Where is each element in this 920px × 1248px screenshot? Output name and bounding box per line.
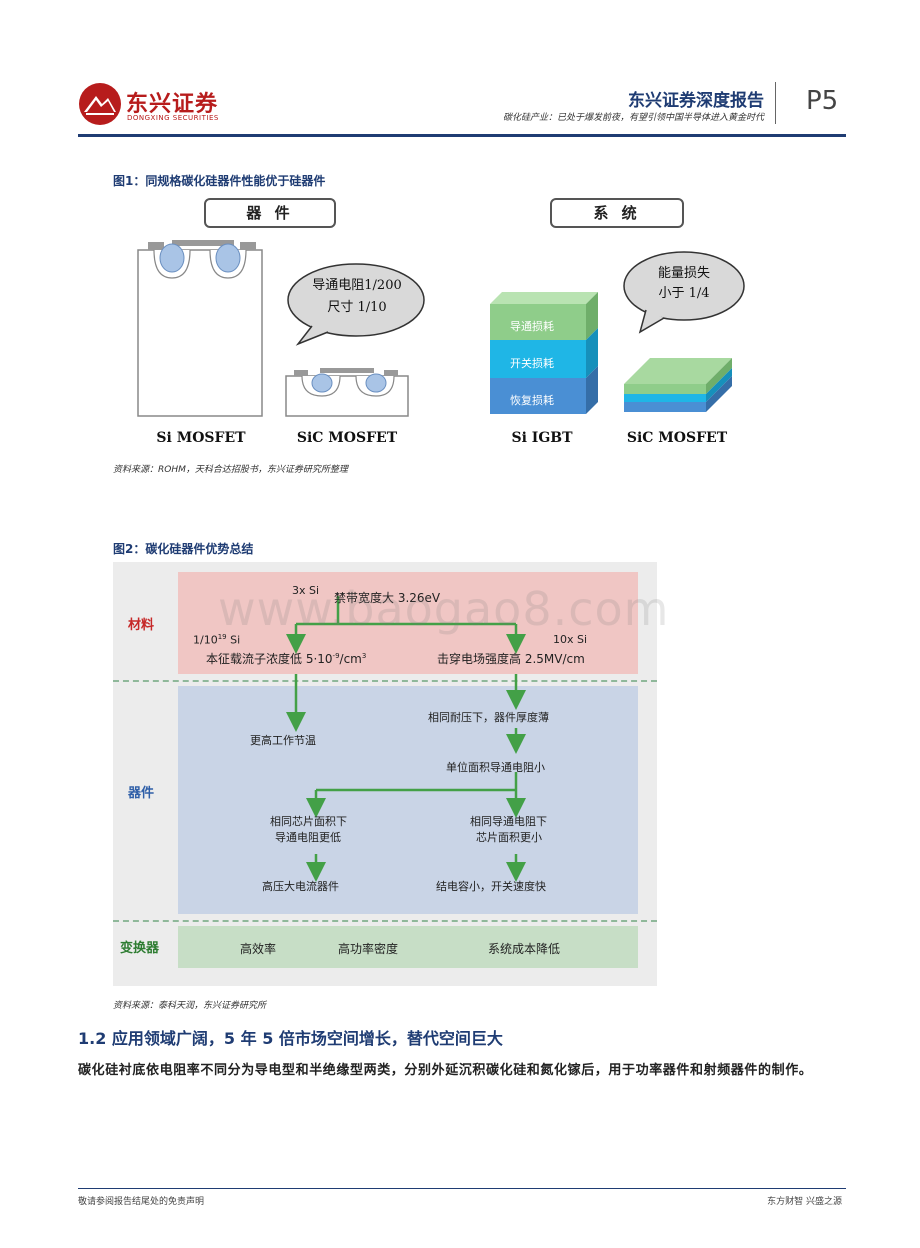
system-label-box: 系 统 — [550, 198, 684, 228]
thinner-device: 相同耐压下，器件厚度薄 — [428, 711, 549, 724]
label-device: 器件 — [128, 786, 155, 801]
header-divider — [775, 82, 776, 124]
logo-text-cn: 东兴证券 — [126, 92, 219, 117]
dongxing-logo-icon — [79, 83, 121, 125]
system-bubble-line2: 小于 1/4 — [658, 286, 710, 301]
caption-sic-mosfet-device: SiC MOSFET — [296, 430, 398, 446]
label-converter: 变换器 — [120, 941, 160, 956]
figure2-title: 图2：碳化硅器件优势总结 — [113, 542, 254, 556]
footer-slogan: 东方财智 兴盛之源 — [767, 1197, 842, 1207]
same-area-line2: 导通电阻更低 — [275, 831, 341, 844]
lower-specific-resistance: 单位面积导通电阻小 — [446, 761, 545, 774]
breakdown-text: 击穿电场强度高 2.5MV/cm — [437, 652, 585, 666]
fast-switching: 结电容小，开关速度快 — [436, 880, 546, 893]
high-efficiency: 高效率 — [240, 942, 277, 956]
layer-conduction-loss: 导通损耗 — [510, 320, 554, 333]
system-speech-bubble — [623, 251, 745, 334]
device-speech-bubble — [287, 263, 425, 346]
figure1-title: 图1：同规格碳化硅器件性能优于硅器件 — [113, 174, 326, 188]
layer-recovery-loss: 恢复损耗 — [510, 394, 554, 407]
carrier-text: 本征载流子浓度低 5·10-9/cm3 — [206, 652, 367, 666]
device-bubble-line1: 导通电阻1/200 — [312, 278, 402, 293]
device-bubble-line2: 尺寸 1/10 — [327, 300, 387, 315]
same-resistance-line2: 芯片面积更小 — [476, 831, 542, 844]
bandgap-note: 3x Si — [292, 584, 320, 597]
header-rule — [78, 134, 846, 137]
device-label-box: 器 件 — [204, 198, 336, 228]
converter-band — [178, 926, 638, 968]
device-band — [178, 686, 638, 914]
same-area-line1: 相同芯片面积下 — [270, 815, 347, 828]
figure1-source: 资料来源：ROHM，天科合达招股书，东兴证券研究所整理 — [113, 465, 348, 475]
report-title: 东兴证券深度报告 — [628, 91, 764, 111]
body-paragraph: 碳化硅衬底依电阻率不同分为导电型和半绝缘型两类，分别外延沉积碳化硅和氮化镓后，用… — [78, 1063, 813, 1078]
watermark: www.baogao8.com — [218, 582, 670, 636]
system-bubble-line1: 能量损失 — [657, 266, 710, 281]
page-number: P5 — [806, 86, 839, 116]
separator-1 — [113, 680, 657, 682]
breakdown-note: 10x Si — [553, 633, 588, 646]
figure2-source: 资料来源：泰科天润，东兴证券研究所 — [113, 1001, 267, 1011]
si-mosfet-diagram — [137, 240, 263, 417]
high-voltage-current: 高压大电流器件 — [262, 880, 339, 893]
logo-text-en: DONGXING SECURITIES — [127, 114, 219, 122]
bandgap-text: 禁带宽度大 3.26eV — [334, 591, 441, 605]
lower-system-cost: 系统成本降低 — [488, 942, 561, 956]
high-power-density: 高功率密度 — [338, 942, 399, 956]
carrier-note: 1/1019 Si — [193, 633, 241, 647]
higher-junction-temp: 更高工作节温 — [250, 734, 316, 747]
sic-mosfet-diagram — [285, 368, 409, 417]
label-material: 材料 — [128, 618, 155, 633]
caption-si-mosfet: Si MOSFET — [156, 430, 246, 446]
si-igbt-loss-stack — [490, 292, 598, 414]
same-resistance-line1: 相同导通电阻下 — [470, 815, 547, 828]
layer-switching-loss: 开关损耗 — [510, 357, 554, 370]
caption-sic-mosfet-system: SiC MOSFET — [626, 430, 728, 446]
separator-2 — [113, 920, 657, 922]
report-subtitle: 碳化硅产业：已处于爆发前夜，有望引领中国半导体进入黄金时代 — [502, 113, 764, 123]
figure2-arrows — [286, 596, 526, 882]
section-heading: 1.2 应用领域广阔，5 年 5 倍市场空间增长，替代空间巨大 — [78, 1029, 503, 1048]
sic-mosfet-loss-stack — [624, 358, 732, 412]
caption-si-igbt: Si IGBT — [511, 430, 573, 446]
footer-rule — [78, 1188, 846, 1189]
footer-disclaimer: 敬请参阅报告结尾处的免责声明 — [78, 1197, 205, 1207]
